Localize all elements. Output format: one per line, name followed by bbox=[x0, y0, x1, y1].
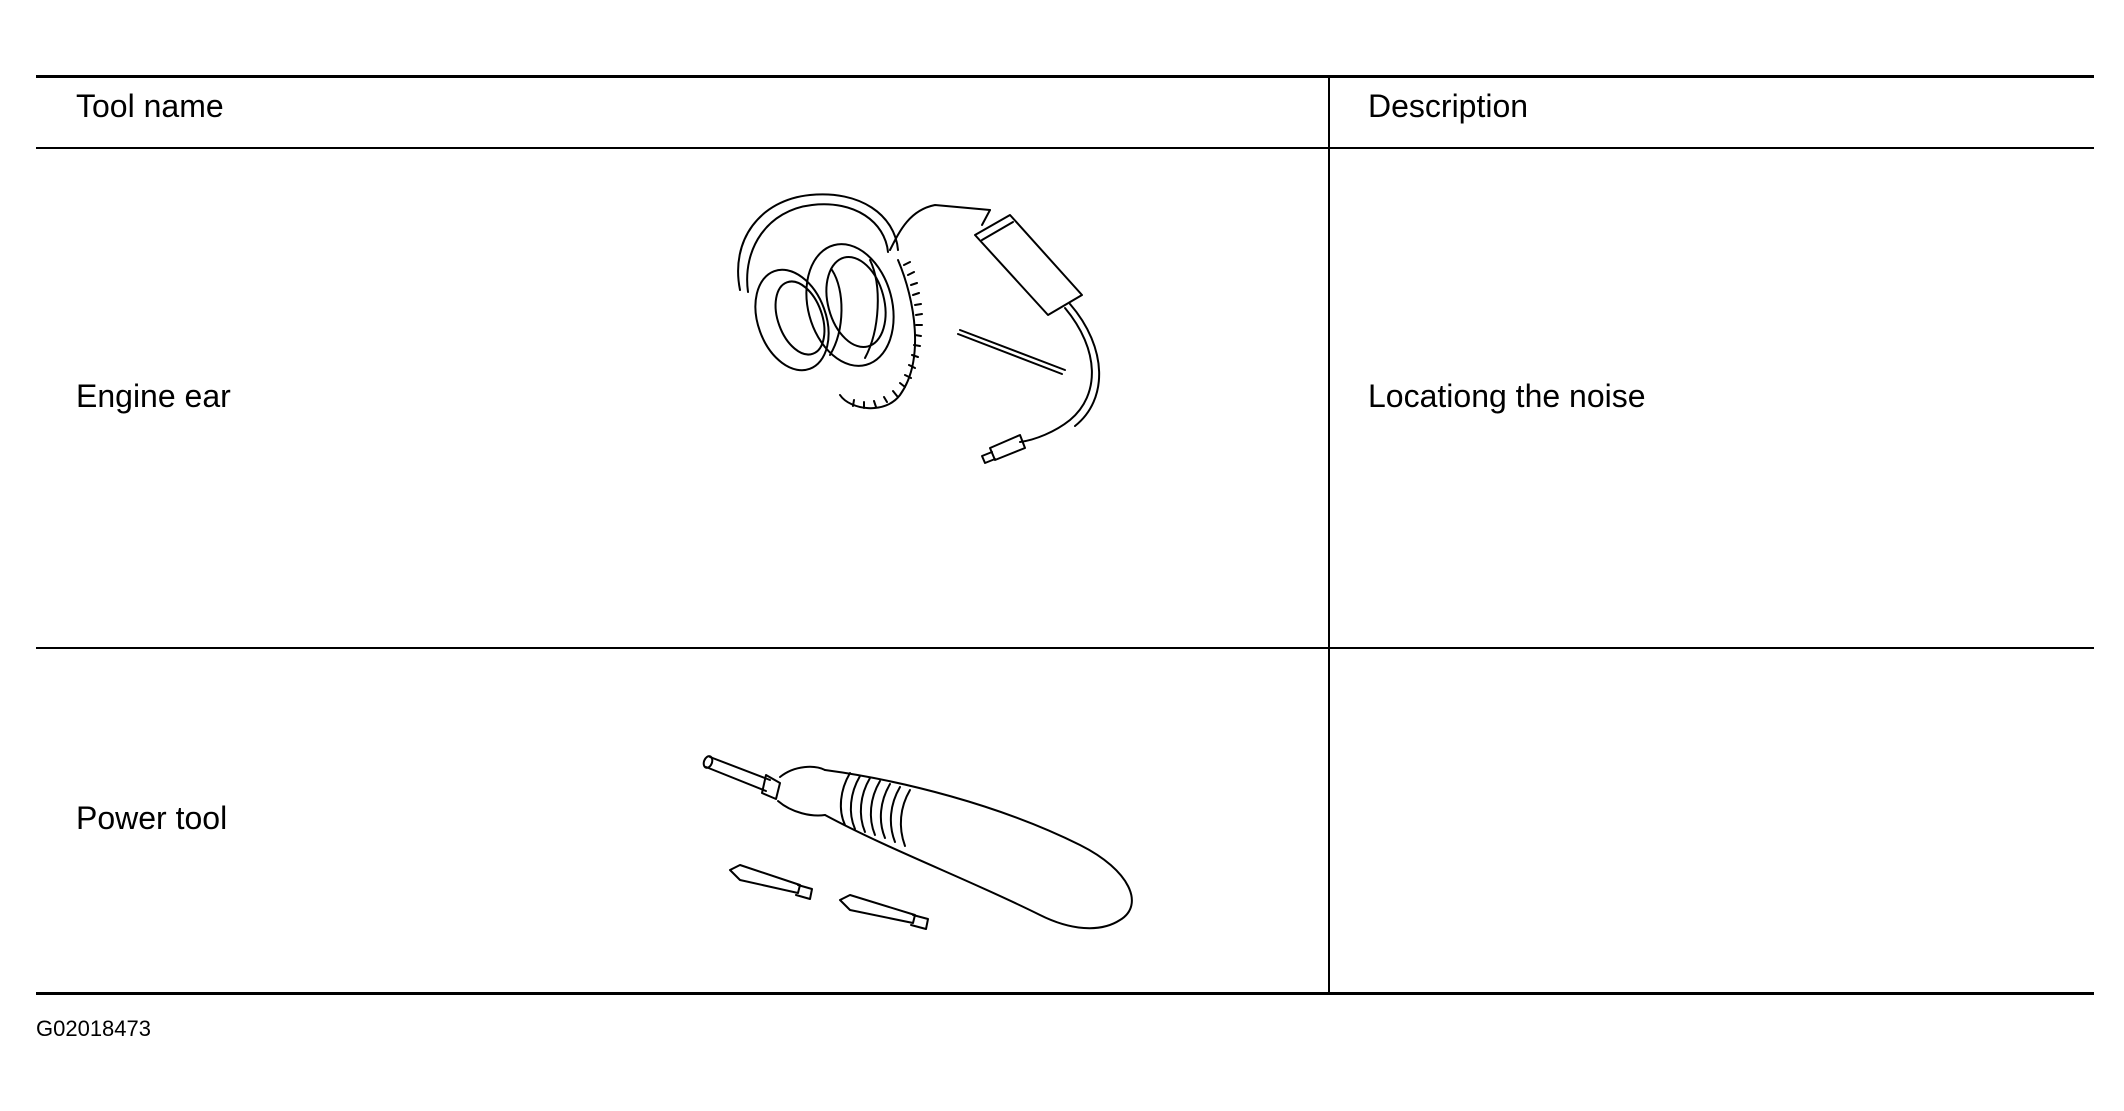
table-top-border bbox=[36, 75, 2094, 78]
power-tool-icon bbox=[702, 755, 1133, 930]
column-divider bbox=[1328, 77, 1330, 993]
header-divider bbox=[36, 147, 2094, 149]
row-divider bbox=[36, 647, 2094, 649]
header-tool-name: Tool name bbox=[76, 88, 224, 124]
tool-name-cell: Power tool bbox=[76, 800, 228, 836]
description-cell: Locationg the noise bbox=[1368, 378, 1646, 414]
header-description: Description bbox=[1368, 88, 1529, 124]
figure-id: G02018473 bbox=[36, 1016, 151, 1041]
tool-name-cell: Engine ear bbox=[76, 378, 231, 414]
table-bottom-border bbox=[36, 992, 2094, 995]
engine-ear-icon bbox=[737, 193, 1101, 464]
